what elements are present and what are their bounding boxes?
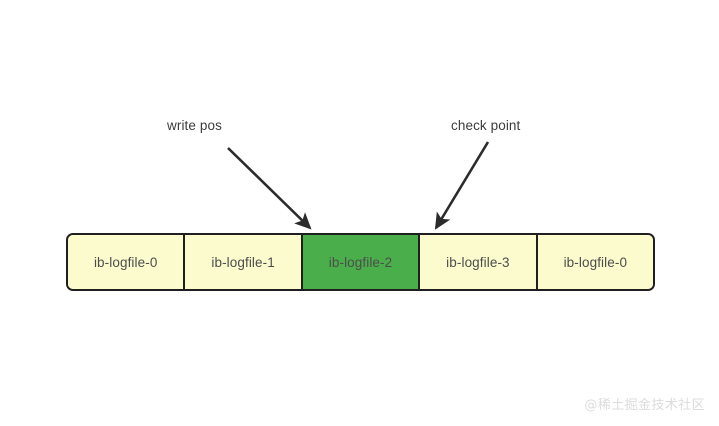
logfile-cell-1: ib-logfile-1 [185, 235, 303, 289]
logfile-cell-label: ib-logfile-3 [446, 254, 510, 270]
logfile-cell-label: ib-logfile-0 [563, 254, 628, 270]
watermark: @稀土掘金技术社区 [584, 398, 705, 413]
logfile-cell-4: ib-logfile-0 [537, 235, 653, 289]
logfile-cell-label: ib-logfile-1 [211, 254, 275, 270]
logfile-strip: ib-logfile-0 ib-logfile-1 ib-logfile-2 i… [66, 233, 655, 291]
logfile-cell-label: ib-logfile-0 [93, 254, 158, 270]
arrow-check-point [434, 141, 490, 230]
annotation-label-check-point: check point [451, 118, 521, 133]
logfile-cell-3: ib-logfile-3 [420, 235, 538, 289]
logfile-cell-0: ib-logfile-0 [68, 235, 186, 289]
logfile-cell-2: ib-logfile-2 [302, 235, 421, 289]
arrow-write-pos [227, 147, 312, 230]
annotation-label-write-pos: write pos [167, 118, 222, 133]
logfile-cell-label: ib-logfile-2 [328, 254, 393, 270]
